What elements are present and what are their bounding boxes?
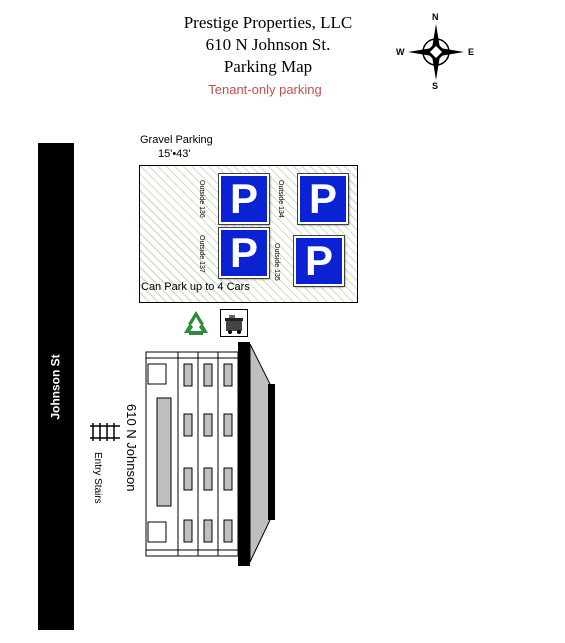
- building-porch: [156, 397, 172, 507]
- compass-rose: N S W E: [392, 10, 480, 92]
- recycling-icon: [182, 309, 208, 335]
- roof-edge: [268, 384, 275, 520]
- roof-slope: [249, 343, 271, 563]
- compass-east: E: [468, 47, 475, 57]
- compass-west: W: [396, 47, 405, 57]
- spot-label-137: Outside 137: [198, 235, 205, 273]
- building-back-wall: [238, 342, 250, 566]
- building-window: [147, 521, 167, 543]
- compass-south: S: [432, 81, 439, 91]
- spot-label-135: Outside 135: [273, 243, 280, 281]
- street-label-wrap: Johnson St: [38, 143, 74, 630]
- tenant-note: Tenant-only parking: [208, 82, 322, 97]
- building-window: [147, 363, 167, 385]
- entry-stairs-label: Entry Stairs: [92, 452, 103, 504]
- address-line: 610 N Johnson St.: [205, 35, 331, 54]
- map-title: Prestige Properties, LLC 610 N Johnson S…: [150, 12, 386, 78]
- lot-dimensions: 15'•43': [158, 148, 191, 160]
- entry-stairs-icon: [90, 423, 120, 441]
- compass-icon: [408, 24, 464, 80]
- parking-sign-136: P: [218, 173, 270, 225]
- compass-north: N: [432, 12, 439, 22]
- map-name: Parking Map: [223, 57, 313, 76]
- parking-sign-135: P: [293, 235, 345, 287]
- lot-heading: Gravel Parking 15'•43': [140, 133, 213, 161]
- trash-bin-icon: [220, 309, 248, 337]
- lot-capacity: Can Park up to 4 Cars: [141, 281, 250, 293]
- street-label: Johnson St: [49, 353, 63, 420]
- building-windows: [183, 363, 233, 543]
- lot-title: Gravel Parking: [140, 134, 213, 146]
- building: [145, 342, 275, 566]
- spot-label-134: Outside 134: [277, 180, 284, 218]
- parking-sign-137: P: [218, 227, 270, 279]
- company-name: Prestige Properties, LLC: [183, 13, 353, 32]
- parking-sign-134: P: [297, 173, 349, 225]
- building-address: 610 N Johnson: [124, 404, 139, 492]
- johnson-street: [38, 143, 74, 630]
- spot-label-136: Outside 136: [198, 180, 205, 218]
